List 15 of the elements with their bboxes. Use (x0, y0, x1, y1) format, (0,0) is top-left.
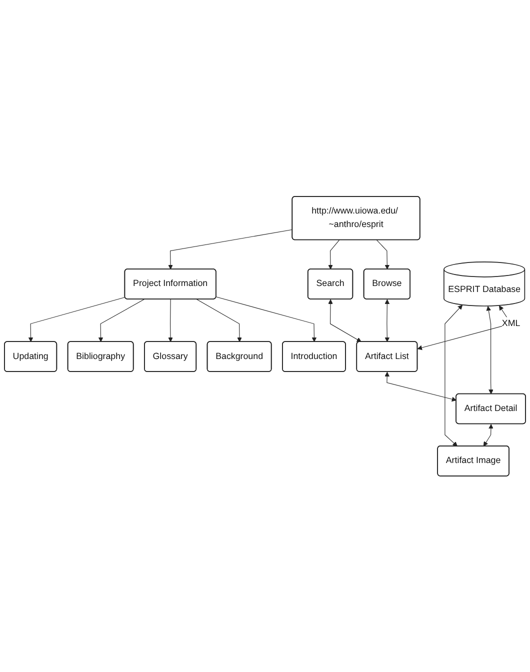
arrow (376, 240, 390, 270)
arrow (444, 304, 463, 446)
edge-label: XML (502, 318, 520, 328)
arrow (168, 229, 293, 270)
arrow (384, 372, 457, 402)
arrow (328, 240, 340, 270)
arrow (384, 299, 390, 342)
arrow (328, 299, 362, 342)
arrow (196, 298, 242, 342)
arrow (216, 296, 317, 342)
arrow (28, 296, 126, 342)
arrow (486, 306, 494, 394)
arrow (483, 424, 494, 446)
arrow (98, 298, 145, 342)
arrow (168, 298, 173, 342)
